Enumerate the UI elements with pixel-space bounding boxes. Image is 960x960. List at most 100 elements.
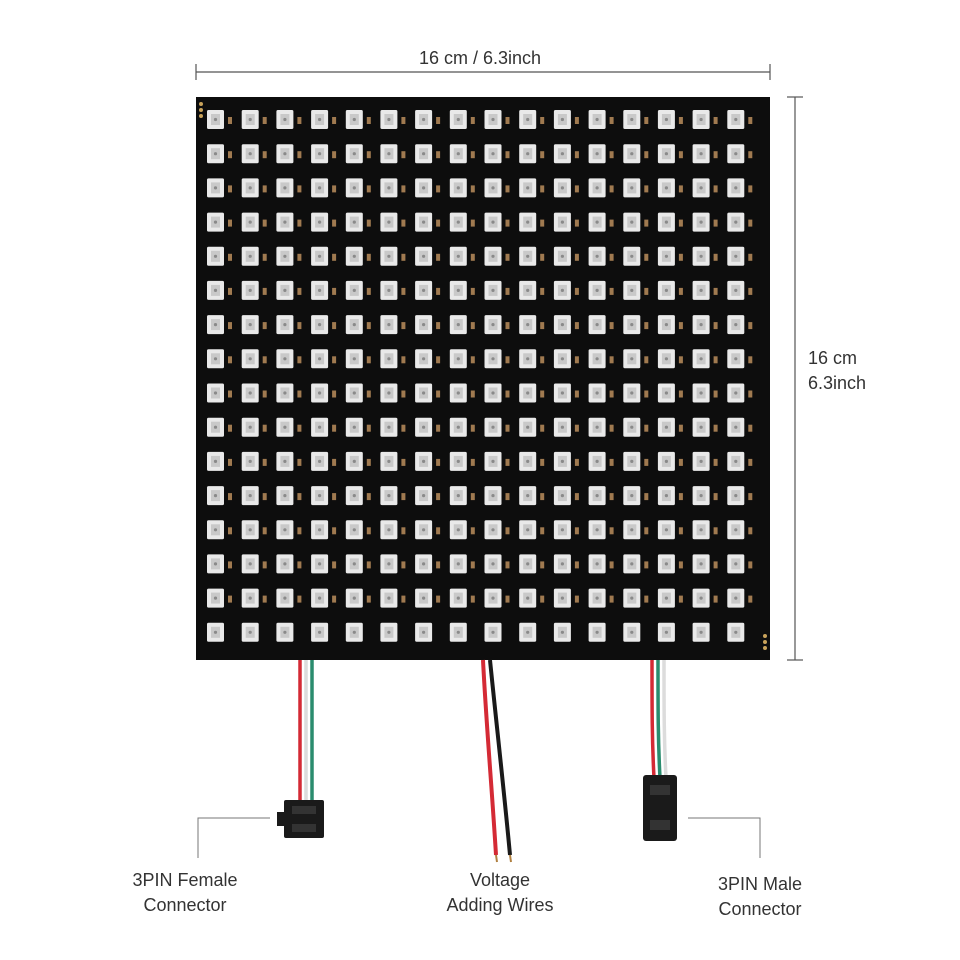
led-chip <box>692 417 718 437</box>
led-chip <box>449 520 475 540</box>
led-chip <box>311 554 337 574</box>
led-chip <box>380 110 406 129</box>
led-chip <box>623 178 649 198</box>
led-chip <box>692 110 718 129</box>
led-chip <box>553 144 579 164</box>
voltage-wires-label: Voltage Adding Wires <box>420 868 580 918</box>
led-chip <box>623 315 649 335</box>
led-chip <box>311 280 337 300</box>
led-chip <box>345 246 371 266</box>
led-chip <box>380 383 406 403</box>
led-chip <box>311 178 337 198</box>
led-chip <box>623 110 649 129</box>
led-chip <box>311 246 337 266</box>
led-chip <box>345 520 371 540</box>
led-chip <box>588 110 614 129</box>
led-chip <box>692 246 718 266</box>
led-chip <box>553 178 579 198</box>
led-chip <box>484 144 510 164</box>
led-chip <box>241 486 267 506</box>
led-chip <box>276 315 302 335</box>
led-chip <box>415 246 441 266</box>
led-chip <box>484 315 510 335</box>
led-chip <box>623 554 649 574</box>
led-chip <box>449 212 475 232</box>
led-chip <box>207 622 224 642</box>
led-chip <box>345 383 371 403</box>
led-chip <box>207 451 232 471</box>
led-chip <box>241 212 267 232</box>
led-chip <box>311 622 329 642</box>
led-chip <box>692 178 718 198</box>
led-chip <box>519 349 545 369</box>
led-chip <box>415 554 441 574</box>
led-chip <box>484 486 510 506</box>
led-chip <box>276 144 302 164</box>
led-chip <box>727 622 745 642</box>
led-chip <box>380 315 406 335</box>
led-chip <box>276 622 294 642</box>
led-chip <box>276 349 302 369</box>
led-chip <box>484 588 510 608</box>
led-chip <box>519 486 545 506</box>
led-chip <box>727 110 753 129</box>
led-chip <box>588 486 614 506</box>
led-chip <box>311 451 337 471</box>
led-chip <box>276 554 302 574</box>
led-chip <box>657 212 683 232</box>
led-chip <box>345 315 371 335</box>
male-label-line1: 3PIN Male <box>717 874 803 894</box>
led-chip <box>380 246 406 266</box>
led-chip <box>553 280 579 300</box>
led-chip <box>207 349 232 369</box>
led-chip <box>692 315 718 335</box>
led-chip <box>207 417 232 437</box>
led-chip <box>727 451 753 471</box>
led-chip <box>692 280 718 300</box>
led-chip <box>657 588 683 608</box>
led-chip <box>449 110 475 129</box>
led-chip <box>380 588 406 608</box>
led-chip <box>727 144 753 164</box>
led-chip <box>311 144 337 164</box>
led-chip <box>241 315 267 335</box>
led-chip <box>727 280 753 300</box>
led-chip <box>276 520 302 540</box>
led-chip <box>588 178 614 198</box>
led-chip <box>345 588 371 608</box>
led-chip <box>415 144 441 164</box>
height-dimension-line <box>787 96 803 661</box>
led-chip <box>415 622 433 642</box>
led-chip <box>380 520 406 540</box>
led-grid <box>207 110 753 642</box>
led-chip <box>588 280 614 300</box>
led-chip <box>727 588 753 608</box>
led-chip <box>623 588 649 608</box>
led-chip <box>623 417 649 437</box>
led-chip <box>311 588 337 608</box>
led-chip <box>241 451 267 471</box>
led-chip <box>380 622 398 642</box>
led-chip <box>727 417 753 437</box>
led-chip <box>241 280 267 300</box>
led-chip <box>276 246 302 266</box>
led-chip <box>484 246 510 266</box>
led-chip <box>623 349 649 369</box>
led-chip <box>484 622 502 642</box>
led-chip <box>380 212 406 232</box>
led-chip <box>519 520 545 540</box>
led-chip <box>207 144 232 164</box>
led-chip <box>727 383 753 403</box>
led-chip <box>692 554 718 574</box>
male-connector <box>643 775 677 841</box>
female-label-line2: Connector <box>143 895 227 915</box>
led-chip <box>415 212 441 232</box>
led-chip <box>623 212 649 232</box>
led-chip <box>345 417 371 437</box>
led-chip <box>345 110 371 129</box>
led-chip <box>692 349 718 369</box>
led-chip <box>484 110 510 129</box>
led-chip <box>727 349 753 369</box>
led-chip <box>553 349 579 369</box>
led-chip <box>623 451 649 471</box>
